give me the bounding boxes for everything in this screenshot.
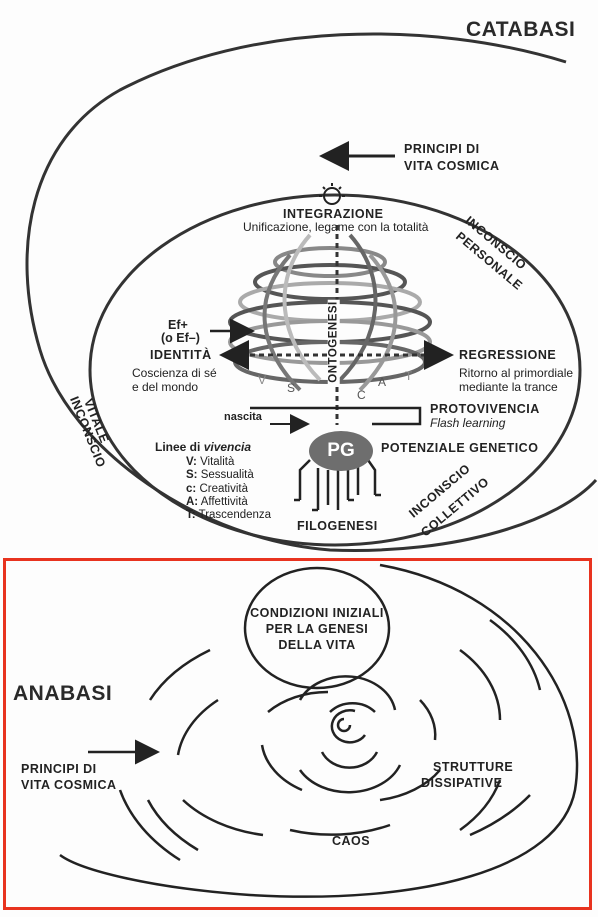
strutture-line1: STRUTTURE <box>433 760 514 774</box>
spiral-letter-t: T <box>405 369 413 383</box>
anabasi-outer-curve <box>59 563 579 898</box>
linee-item: T: Trascendenza <box>186 509 272 522</box>
regressione-label: REGRESSIONE <box>459 348 557 362</box>
linee-vivencia-title: Linee di vivencia <box>155 440 251 454</box>
roots-filogenesi <box>294 459 381 512</box>
spiral-letter-v: V <box>258 373 267 387</box>
condizioni-ellipse <box>243 566 391 690</box>
linee-title-b: vivencia <box>203 440 252 454</box>
caos-label: CAOS <box>332 834 371 848</box>
sun-icon <box>319 183 345 205</box>
condizioni-line3: DELLA VITA <box>278 638 356 652</box>
linee-item: S: Sessualità <box>186 469 254 482</box>
spiral-letter-a: A <box>378 375 387 389</box>
potenziale-genetico-label: POTENZIALE GENETICO <box>381 441 539 455</box>
linee-item: A: Affettività <box>186 495 248 508</box>
catabasi-title: CATABASI <box>466 18 576 41</box>
ef-label-line2: (o Ef–) <box>161 331 200 345</box>
dissipative-arcs <box>118 618 542 862</box>
strutture-line2: DISSIPATIVE <box>421 776 503 790</box>
linee-item: c: Creatività <box>186 482 249 495</box>
integrazione-label: INTEGRAZIONE <box>283 207 384 221</box>
pg-badge: PG <box>309 431 373 471</box>
regressione-subtitle-line1: Ritorno al primordiale <box>459 366 574 380</box>
flash-learning-label: Flash learning <box>430 416 506 430</box>
catabasi-outer-curve <box>25 32 598 552</box>
identita-label: IDENTITÀ <box>150 348 212 362</box>
anabasi-principi-line2: VITA COSMICA <box>21 778 117 792</box>
identita-subtitle-line1: Coscienza di sé <box>132 366 217 380</box>
linee-item: V: Vitalità <box>186 456 235 468</box>
nascita-label: nascita <box>224 411 262 423</box>
protovivencia-label: PROTOVIVENCIA <box>430 402 540 416</box>
identita-subtitle-line2: e del mondo <box>132 380 199 394</box>
principi-label-line1: PRINCIPI DI <box>404 142 480 156</box>
filogenesi-label: FILOGENESI <box>297 519 378 533</box>
anabasi-principi-line1: PRINCIPI DI <box>21 762 97 776</box>
spiral-letter-c: C <box>357 388 366 402</box>
inner-ellipse <box>88 193 582 547</box>
anabasi-highlight-frame <box>3 558 592 910</box>
anabasi-title: ANABASI <box>13 682 113 705</box>
spiral-letter-s: S <box>287 381 296 395</box>
linee-list: V: Vitalità S: Sessualità c: Creatività … <box>186 456 271 522</box>
linee-title-a: Linee di <box>155 440 204 454</box>
integrazione-subtitle: Unificazione, legame con la totalità <box>243 220 429 234</box>
regressione-subtitle-line2: mediante la trance <box>459 380 558 394</box>
ef-label-line1: Ef+ <box>168 318 188 332</box>
protovivencia-bracket <box>250 406 422 426</box>
condizioni-line2: PER LA GENESI <box>265 622 369 636</box>
principi-label-line2: VITA COSMICA <box>404 159 500 173</box>
condizioni-line1: CONDIZIONI INIZIALI <box>250 606 384 620</box>
ontogenesi-label: ONTOGENESI <box>327 299 340 385</box>
